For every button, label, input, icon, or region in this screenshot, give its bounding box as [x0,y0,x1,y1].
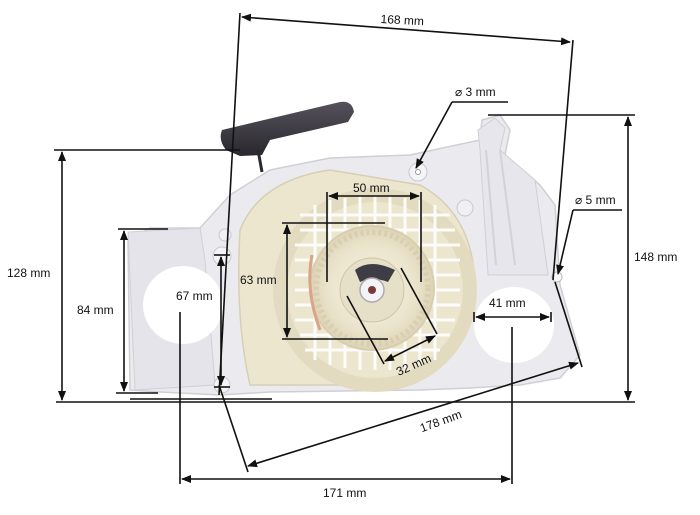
pulley-shroud [238,169,477,392]
dim-left-ear-label: 84 mm [77,303,114,317]
dim-hole-3-label: ⌀ 3 mm [455,85,496,99]
dim-pulley-width-label: 50 mm [353,181,390,195]
dim-mount-spacing-label: 67 mm [176,289,213,303]
dim-pulley-height-label: 63 mm [240,273,277,287]
dimension-lines [54,12,635,484]
right-mount-hole [474,287,554,363]
starter-handle [220,101,354,173]
dim-right-hole-label: 41 mm [489,296,526,310]
dim-bottom-width-label: 171 mm [323,486,367,500]
dim-height-left-label: 128 mm [7,266,51,280]
left-mount-hole [143,266,223,344]
dim-hole-5-label: ⌀ 5 mm [575,193,616,207]
dim-top-width-label: 168 mm [380,12,425,29]
dim-height-right-label: 148 mm [634,250,678,264]
